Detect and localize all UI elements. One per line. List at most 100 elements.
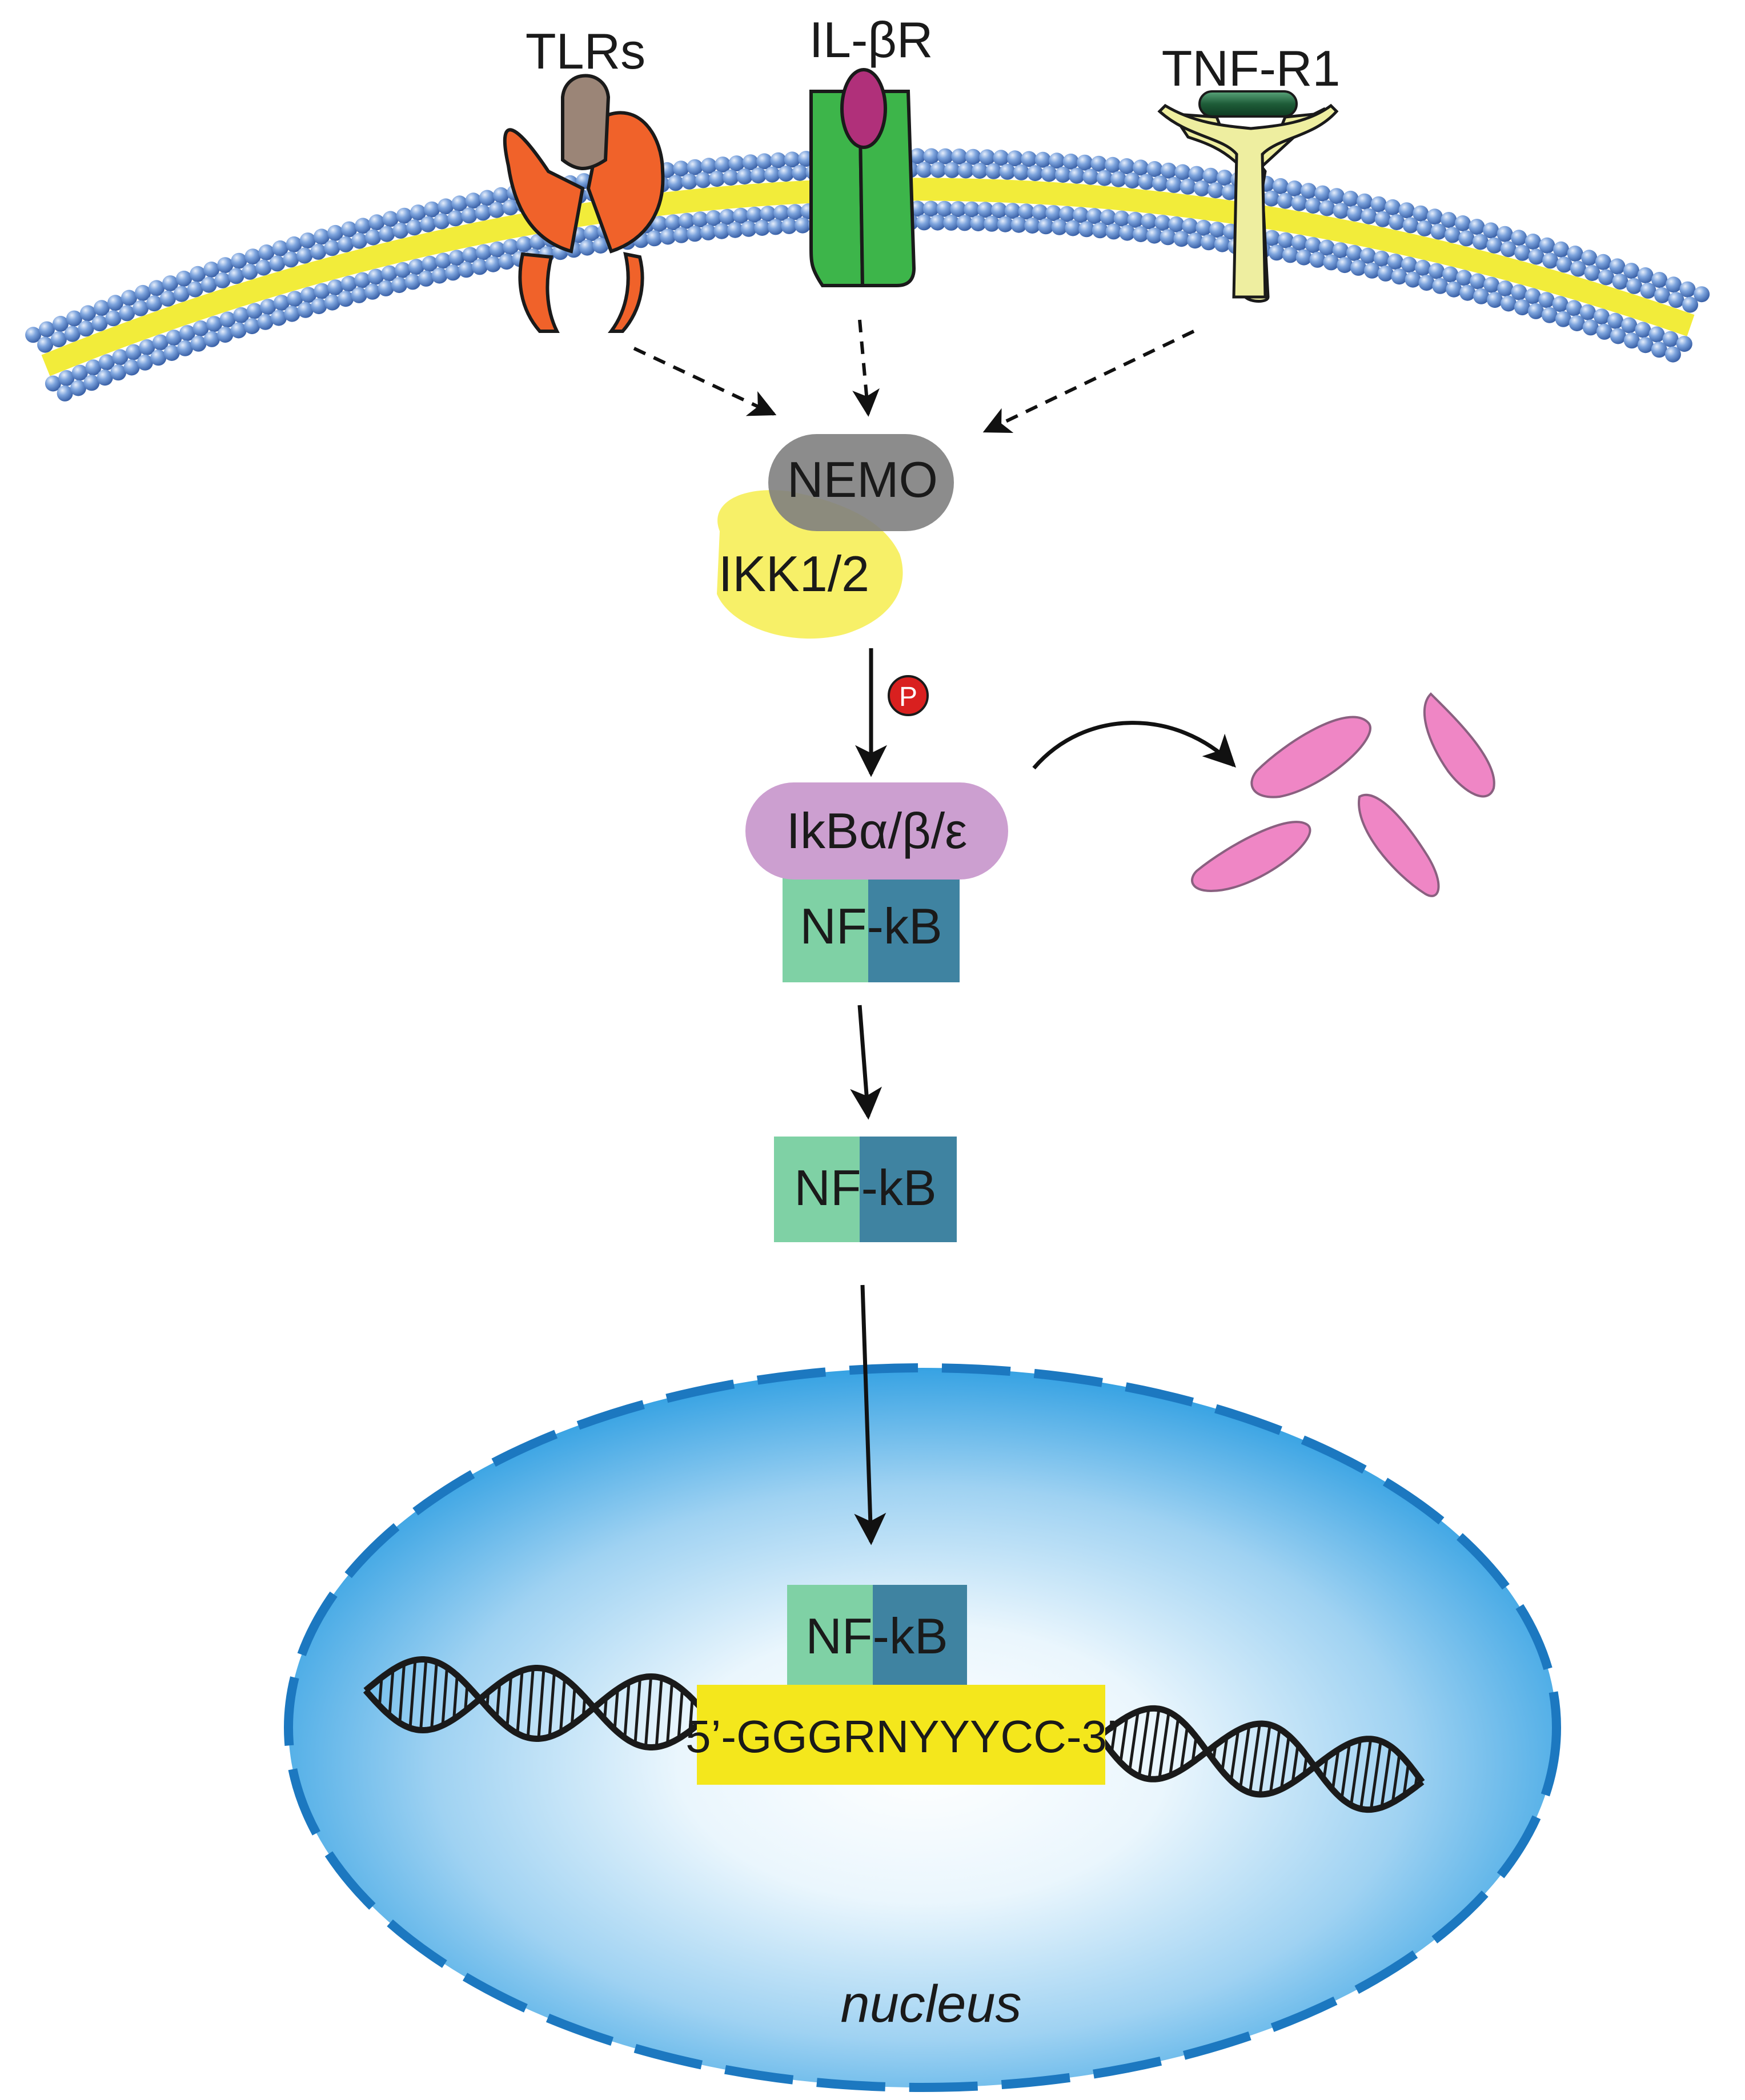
- membrane-bead: [135, 284, 151, 301]
- tlr-left-lobe: [503, 128, 585, 254]
- phospho-circle: [888, 675, 929, 716]
- membrane-bead: [159, 290, 176, 307]
- membrane-bead: [1113, 210, 1130, 227]
- membrane-bead: [1612, 274, 1628, 290]
- membrane-bead: [368, 268, 384, 285]
- tlr-receptor: [503, 74, 665, 333]
- dna-base-pair: [419, 1659, 428, 1730]
- membrane-bead: [1305, 237, 1321, 254]
- membrane-bead: [1051, 219, 1068, 235]
- membrane-bead: [1454, 215, 1471, 231]
- membrane-bead: [1486, 237, 1503, 254]
- membrane-bead: [1542, 252, 1559, 269]
- dna-base-pair: [1239, 1725, 1251, 1789]
- membrane-bead: [1332, 242, 1349, 259]
- membrane-bead: [1314, 185, 1331, 202]
- membrane-bead: [479, 190, 495, 206]
- membrane-bead: [1417, 220, 1433, 236]
- dna-base-pair: [1221, 1736, 1229, 1772]
- membrane-bead: [1581, 250, 1598, 266]
- membrane-bead: [916, 162, 933, 178]
- membrane-bead: [1637, 267, 1654, 283]
- membrane-bead: [754, 220, 771, 236]
- membrane-bead: [742, 154, 759, 171]
- membrane-bead: [1651, 272, 1668, 288]
- membrane-bead: [1566, 300, 1582, 316]
- membrane-bead: [909, 148, 926, 164]
- membrane-bead: [1377, 265, 1394, 282]
- membrane-bead: [1305, 198, 1321, 214]
- membrane-bead: [1570, 260, 1586, 277]
- tlr-center-core: [561, 74, 611, 170]
- membrane-bead: [502, 199, 519, 216]
- ikb-label: IkBα/β/ε: [787, 802, 968, 859]
- membrane-bead: [112, 349, 129, 366]
- membrane-bead: [1263, 190, 1279, 207]
- membrane-bead: [700, 158, 717, 174]
- membrane-bead: [296, 247, 313, 264]
- membrane-bead: [784, 151, 800, 168]
- membrane-bead: [190, 335, 207, 352]
- membrane-bead: [579, 239, 595, 256]
- membrane-bead: [1470, 273, 1486, 290]
- membrane-bead: [1569, 315, 1585, 331]
- membrane-bead: [673, 160, 689, 177]
- membrane-bead: [1168, 216, 1185, 232]
- membrane-bead: [284, 306, 300, 322]
- dna-base-pair: [1128, 1711, 1140, 1771]
- fragment-2: [1423, 692, 1495, 798]
- membrane-bead: [177, 340, 194, 356]
- membrane-bead: [1598, 269, 1614, 286]
- membrane-bead: [1429, 263, 1445, 279]
- membrane-bead: [123, 359, 140, 376]
- membrane-bead: [1621, 317, 1638, 334]
- membrane-bead: [1552, 296, 1569, 312]
- membrane-bead: [787, 204, 803, 220]
- dna-base-pair: [1110, 1724, 1117, 1753]
- membrane-bead: [410, 204, 426, 221]
- il-beta-receptor-label: IL-βR: [809, 11, 933, 68]
- membrane-bead: [1282, 247, 1298, 263]
- membrane-bead: [781, 218, 797, 234]
- motif-background: [697, 1685, 1105, 1785]
- membrane-bead: [1166, 176, 1182, 193]
- membrane-bead: [1105, 223, 1122, 240]
- membrane-bead: [1027, 165, 1044, 182]
- membrane-bead: [1361, 208, 1377, 224]
- membrane-bead: [1100, 209, 1116, 226]
- membrane-bead: [584, 225, 600, 242]
- nfkb-light-3: [787, 1585, 873, 1688]
- dna-strand: [363, 1665, 711, 1750]
- membrane-bead: [1682, 296, 1698, 313]
- membrane-bead: [119, 305, 135, 322]
- membrane-bead: [1541, 307, 1558, 323]
- membrane-bead: [105, 310, 122, 327]
- membrane-bead: [1073, 207, 1089, 223]
- membrane-bead: [1446, 281, 1462, 298]
- membrane-bead: [314, 228, 330, 245]
- membrane-bead: [687, 159, 703, 175]
- membrane-bead: [1430, 223, 1447, 240]
- membrane-bead: [314, 283, 330, 299]
- membrane-bead: [458, 262, 475, 278]
- membrane-bead: [705, 210, 722, 226]
- dna-base-pair: [1229, 1729, 1240, 1781]
- membrane-bead: [392, 222, 409, 239]
- membrane-bead: [1004, 203, 1021, 219]
- membrane-bead: [58, 370, 75, 386]
- membrane-bead: [338, 291, 354, 307]
- nemo-label: NEMO: [787, 451, 938, 508]
- nfkb-dark-3: [873, 1585, 967, 1688]
- membrane-bead: [965, 148, 981, 165]
- membrane-bead: [1413, 205, 1429, 222]
- membrane-bead: [355, 218, 371, 234]
- membrane-bead: [1346, 244, 1362, 261]
- membrane-bead: [179, 325, 195, 342]
- membrane-bead: [1594, 308, 1610, 325]
- membrane-bead: [64, 326, 81, 342]
- membrane-bead: [1160, 162, 1177, 179]
- membrane-bead: [651, 216, 668, 232]
- tlr-left-tail: [518, 252, 560, 333]
- nfkb-label-1: NF-kB: [800, 898, 942, 954]
- membrane-bead: [792, 164, 808, 181]
